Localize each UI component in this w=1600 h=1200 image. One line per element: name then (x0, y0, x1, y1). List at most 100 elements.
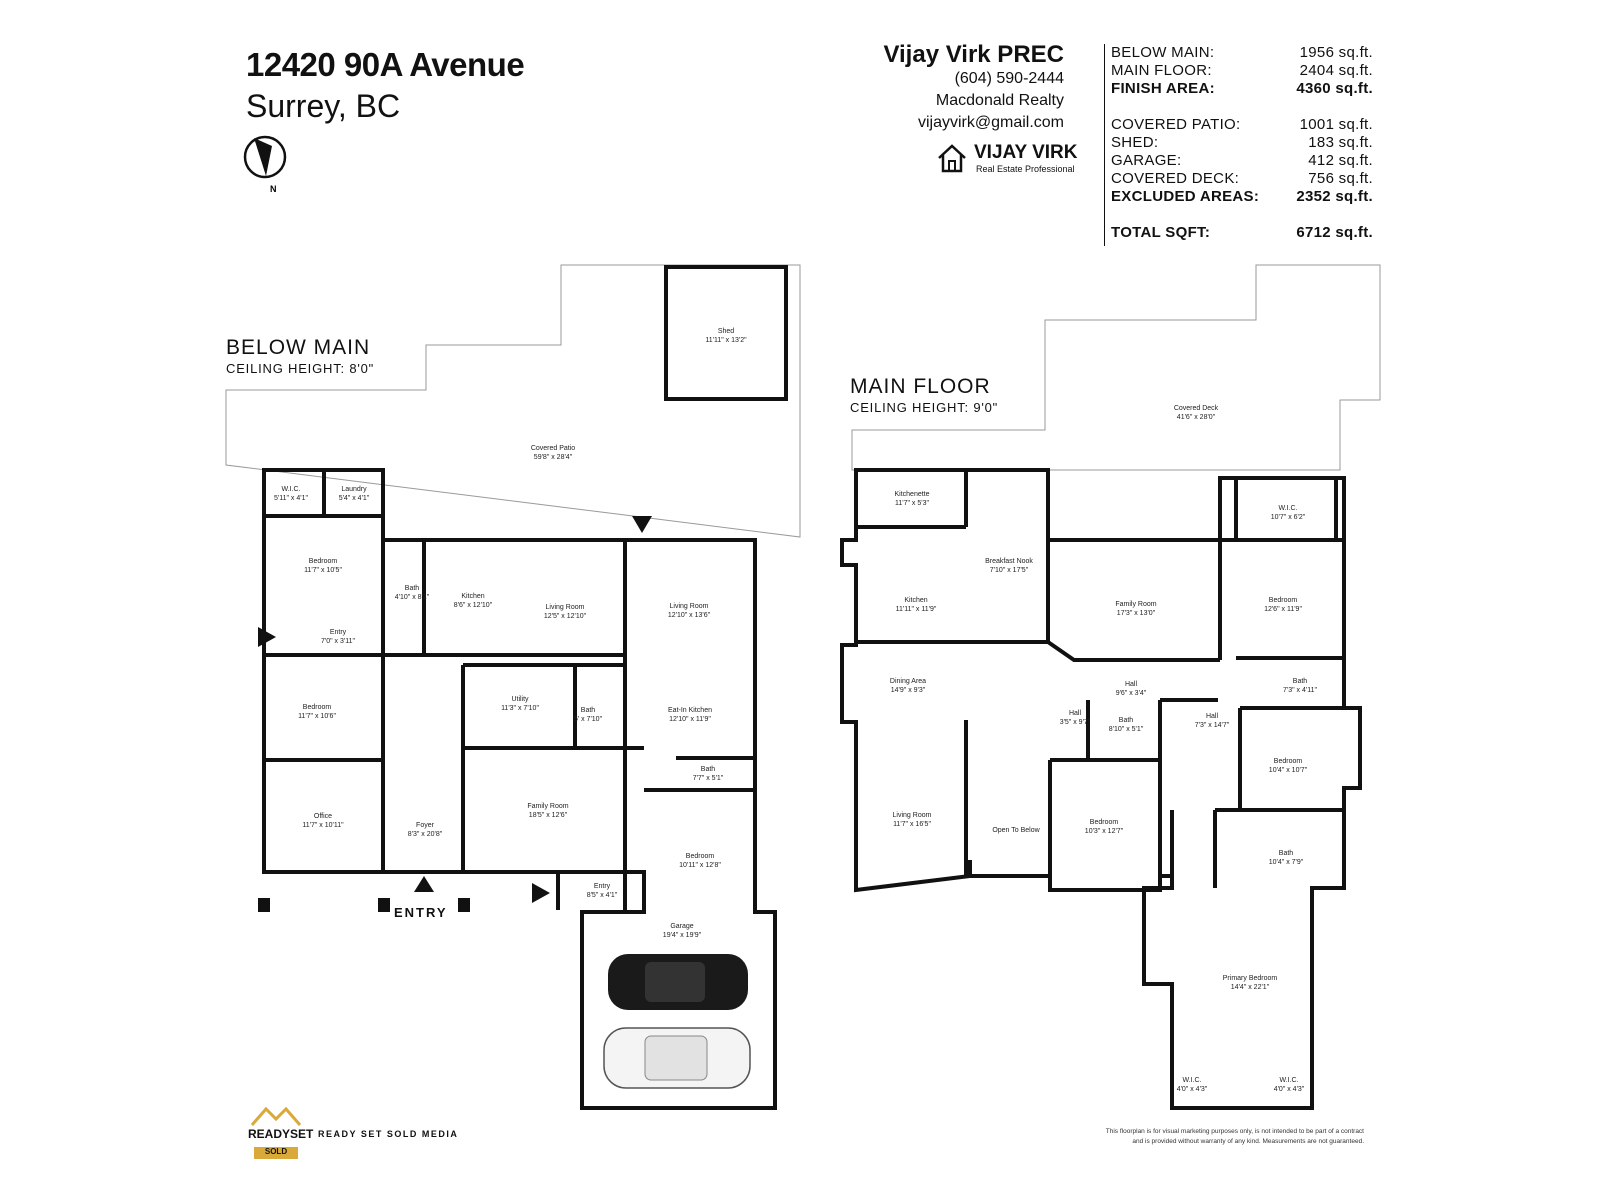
below-room-name: Laundry (341, 486, 367, 493)
below-room-name: Kitchen (461, 593, 484, 600)
area-stat-row: COVERED PATIO:1001 sq.ft. (1111, 116, 1373, 134)
below-room-name: Bath (405, 585, 420, 592)
below-room-dimensions: 11'3" x 7'10" (501, 705, 539, 712)
mountain-logo-icon (250, 1106, 302, 1159)
agent-block: Vijay Virk PREC (604) 590-2444 Macdonald… (883, 43, 1064, 134)
area-stat-row: MAIN FLOOR:2404 sq.ft. (1111, 62, 1373, 80)
area-stat-label: TOTAL SQFT: (1111, 224, 1211, 241)
area-stat-value: 1001 sq.ft. (1299, 116, 1373, 133)
below-room-name: Living Room (670, 603, 709, 610)
below-room-dimensions: 12'5" x 12'10" (544, 613, 587, 620)
agent-brokerage: Macdonald Realty (935, 92, 1064, 109)
main-room-name: Kitchen (904, 597, 927, 604)
below-main-walls (262, 265, 788, 1110)
below-room-dimensions: 19'4" x 19'9" (663, 932, 702, 939)
below-room-name: Bedroom (309, 558, 338, 565)
below-room-name: Entry (594, 883, 611, 890)
below-room-dimensions: 12'10" x 11'9" (669, 716, 711, 723)
address-line-2: Surrey, BC (246, 88, 401, 124)
area-stat-row: TOTAL SQFT:6712 sq.ft. (1111, 224, 1373, 242)
area-stat-row: SHED:183 sq.ft. (1111, 134, 1373, 152)
below-room-dimensions: 7'7" x 5'1" (693, 775, 724, 782)
car-white-icon (603, 1027, 751, 1089)
agent-logo-tagline: Real Estate Professional (976, 164, 1075, 174)
main-room-name: Dining Area (890, 678, 926, 685)
main-room-dimensions: 10'4" x 7'9" (1269, 859, 1304, 866)
area-stat-label: FINISH AREA: (1111, 80, 1215, 97)
main-room-name: Covered Deck (1174, 405, 1219, 412)
address-line-1: 12420 90A Avenue (246, 46, 525, 83)
below-room-name: Family Room (527, 803, 568, 810)
main-room-name: Hall (1206, 713, 1219, 720)
room-labels-main: Covered Deck 41'6" x 28'0" Kitchenette 11'7… (890, 405, 1318, 1093)
below-room-dimensions: 8'5" x 4'1" (587, 892, 618, 899)
below-room-name: Bath (581, 707, 596, 714)
below-room-name: Foyer (416, 822, 435, 829)
main-room-name: Kitchenette (894, 491, 929, 498)
area-stat-row: GARAGE:412 sq.ft. (1111, 152, 1373, 170)
house-icon (938, 144, 966, 173)
main-room-dimensions: 12'6" x 11'9" (1264, 606, 1302, 613)
main-room-dimensions: 10'4" x 10'7" (1269, 767, 1308, 774)
area-stat-value: 2352 sq.ft. (1296, 188, 1373, 205)
main-room-dimensions: 10'3" x 12'7" (1085, 828, 1124, 835)
main-room-name: Open To Below (992, 827, 1040, 834)
entry-arrows (258, 516, 652, 912)
main-room-name: Bath (1293, 678, 1308, 685)
main-room-dimensions: 41'6" x 28'0" (1177, 414, 1216, 421)
main-room-dimensions: 4'0" x 4'3" (1274, 1086, 1305, 1093)
below-room-dimensions: 12'10" x 13'6" (668, 612, 711, 619)
area-stat-row: BELOW MAIN:1956 sq.ft. (1111, 44, 1373, 62)
below-room-name: Utility (511, 696, 529, 703)
main-room-name: Bath (1279, 850, 1294, 857)
area-stat-value: 2404 sq.ft. (1299, 62, 1373, 79)
below-room-name: Garage (670, 923, 693, 930)
area-stats: BELOW MAIN:1956 sq.ft.MAIN FLOOR:2404 sq… (1104, 44, 1373, 246)
area-stat-row: FINISH AREA: 4360 sq.ft. (1111, 80, 1373, 98)
main-room-name: W.I.C. (1278, 505, 1297, 512)
main-room-name: Breakfast Nook (985, 558, 1033, 565)
entry-arrow-icon (532, 883, 550, 903)
below-room-name: W.I.C. (281, 486, 300, 493)
post-icon (258, 898, 270, 912)
main-room-dimensions: 9'6" x 3'4" (1116, 690, 1147, 697)
main-room-dimensions: 14'9" x 9'3" (891, 687, 926, 694)
main-room-dimensions: 17'3" x 13'0" (1117, 610, 1156, 617)
area-stat-value: 412 sq.ft. (1308, 152, 1373, 169)
main-room-dimensions: 11'7" x 5'3" (895, 500, 929, 507)
media-logo: READYSET SOLD (248, 1103, 314, 1161)
main-room-dimensions: 4'0" x 4'3" (1177, 1086, 1208, 1093)
main-floor-title: MAIN FLOOR (850, 375, 991, 398)
below-room-name: Bedroom (686, 853, 715, 860)
media-logo-sub: SOLD (264, 1147, 288, 1156)
media-logo-text: READYSET (248, 1127, 314, 1141)
entry-arrow-icon (414, 876, 434, 892)
below-room-dimensions: 11'7" x 10'6" (298, 713, 336, 720)
main-room-name: Hall (1069, 710, 1082, 717)
main-room-name: W.I.C. (1182, 1077, 1201, 1084)
main-floor-walls (840, 468, 1362, 1110)
below-room-name: Bedroom (303, 704, 332, 711)
shed-wall (664, 265, 788, 401)
area-stat-label: EXCLUDED AREAS: (1111, 188, 1260, 205)
disclaimer: This floorplan is for visual marketing p… (1105, 1128, 1364, 1145)
below-room-dimensions: 8'6" x 12'10" (454, 602, 493, 609)
below-room-dimensions: 4'10" x 8'1" (395, 594, 430, 601)
area-stat-value: 4360 sq.ft. (1296, 80, 1373, 97)
main-room-name: Family Room (1115, 601, 1156, 608)
post-icon (378, 898, 390, 912)
below-room-dimensions: 5' x 7'10" (574, 716, 603, 723)
agent-logo-brand: VIJAY VIRK (974, 142, 1078, 163)
agent-email: vijayvirk@gmail.com (917, 114, 1064, 131)
compass-letter: N (270, 184, 277, 194)
main-floor-ceiling: CEILING HEIGHT: 9'0" (850, 400, 999, 415)
main-room-name: Bedroom (1274, 758, 1303, 765)
main-room-name: Living Room (893, 812, 932, 819)
below-room-dimensions: 5'11" x 4'1" (274, 495, 308, 502)
main-room-name: Primary Bedroom (1223, 975, 1278, 982)
post-icon (458, 898, 470, 912)
below-room-dimensions: 11'11" x 13'2" (705, 337, 747, 344)
main-room-dimensions: 10'7" x 6'2" (1271, 514, 1306, 521)
below-room-name: Covered Patio (531, 445, 575, 452)
